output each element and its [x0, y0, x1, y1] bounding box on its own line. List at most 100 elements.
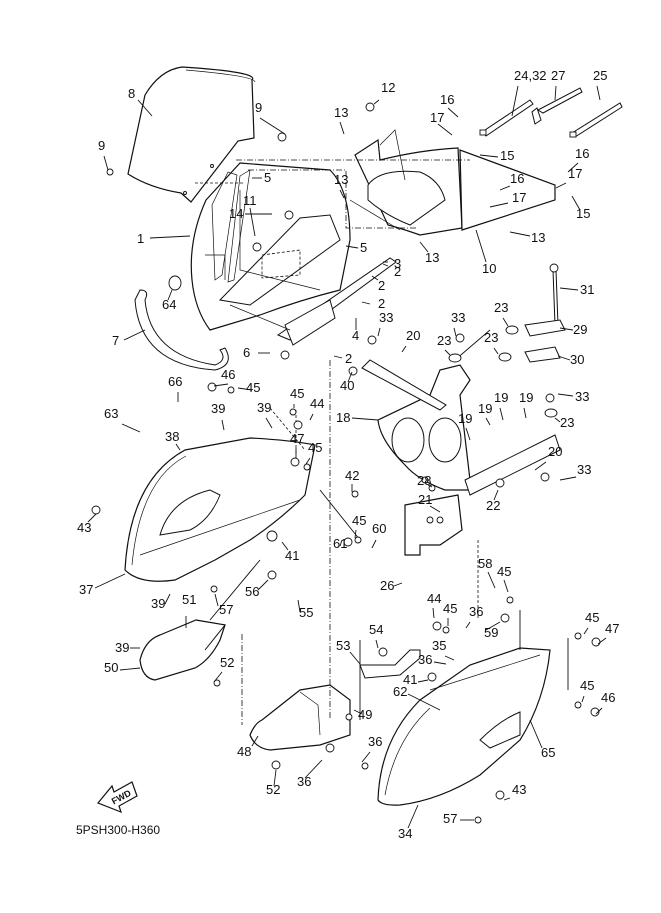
part-number-label[interactable]: 45 — [585, 610, 599, 625]
part-number-label[interactable]: 28 — [417, 473, 431, 488]
part-number-label[interactable]: 64 — [162, 297, 176, 312]
part-number-label[interactable]: 17 — [430, 110, 444, 125]
part-number-label[interactable]: 19 — [519, 390, 533, 405]
part-number-label[interactable]: 19 — [494, 390, 508, 405]
part-number-label[interactable]: 34 — [398, 826, 412, 841]
part-number-label[interactable]: 33 — [379, 310, 393, 325]
part-number-label[interactable]: 13 — [531, 230, 545, 245]
part-number-label[interactable]: 43 — [512, 782, 526, 797]
part-number-label[interactable]: 41 — [403, 672, 417, 687]
part-number-label[interactable]: 39 — [211, 401, 225, 416]
part-number-label[interactable]: 15 — [576, 206, 590, 221]
part-number-label[interactable]: 24,32 — [514, 68, 547, 83]
part-number-label[interactable]: 63 — [104, 406, 118, 421]
part-number-label[interactable]: 5 — [360, 240, 367, 255]
part-number-label[interactable]: 50 — [104, 660, 118, 675]
part-number-label[interactable]: 66 — [168, 374, 182, 389]
part-number-label[interactable]: 23 — [494, 300, 508, 315]
part-number-label[interactable]: 36 — [418, 652, 432, 667]
part-number-label[interactable]: 31 — [580, 282, 594, 297]
part-number-label[interactable]: 19 — [478, 401, 492, 416]
part-number-label[interactable]: 6 — [243, 345, 250, 360]
part-number-label[interactable]: 30 — [570, 352, 584, 367]
part-number-label[interactable]: 37 — [79, 582, 93, 597]
part-number-label[interactable]: 23 — [437, 333, 451, 348]
part-number-label[interactable]: 53 — [336, 638, 350, 653]
part-number-label[interactable]: 9 — [255, 100, 262, 115]
part-number-label[interactable]: 15 — [500, 148, 514, 163]
part-number-label[interactable]: 52 — [266, 782, 280, 797]
part-number-label[interactable]: 45 — [580, 678, 594, 693]
part-number-label[interactable]: 55 — [299, 605, 313, 620]
part-number-label[interactable]: 23 — [484, 330, 498, 345]
part-number-label[interactable]: 33 — [575, 389, 589, 404]
part-number-label[interactable]: 33 — [451, 310, 465, 325]
part-number-label[interactable]: 52 — [220, 655, 234, 670]
part-number-label[interactable]: 54 — [369, 622, 383, 637]
part-number-label[interactable]: 38 — [165, 429, 179, 444]
part-number-label[interactable]: 41 — [285, 548, 299, 563]
part-number-label[interactable]: 26 — [380, 578, 394, 593]
part-number-label[interactable]: 46 — [601, 690, 615, 705]
part-number-label[interactable]: 2 — [345, 351, 352, 366]
part-number-label[interactable]: 40 — [340, 378, 354, 393]
part-number-label[interactable]: 13 — [425, 250, 439, 265]
part-number-label[interactable]: 17 — [568, 166, 582, 181]
part-number-label[interactable]: 13 — [334, 105, 348, 120]
part-number-label[interactable]: 23 — [560, 415, 574, 430]
part-number-label[interactable]: 20 — [406, 328, 420, 343]
part-number-label[interactable]: 49 — [358, 707, 372, 722]
part-number-label[interactable]: 36 — [469, 604, 483, 619]
part-number-label[interactable]: 18 — [336, 410, 350, 425]
part-number-label[interactable]: 10 — [482, 261, 496, 276]
part-number-label[interactable]: 57 — [219, 602, 233, 617]
part-number-label[interactable]: 39 — [115, 640, 129, 655]
part-number-label[interactable]: 48 — [237, 744, 251, 759]
part-number-label[interactable]: 11 — [243, 193, 257, 208]
part-number-label[interactable]: 2 — [394, 264, 401, 279]
part-number-label[interactable]: 25 — [593, 68, 607, 83]
part-number-label[interactable]: 2 — [378, 278, 385, 293]
part-number-label[interactable]: 5 — [264, 170, 271, 185]
part-number-label[interactable]: 51 — [182, 592, 196, 607]
part-number-label[interactable]: 1 — [137, 231, 144, 246]
part-number-label[interactable]: 47 — [290, 431, 304, 446]
part-number-label[interactable]: 17 — [512, 190, 526, 205]
part-number-label[interactable]: 36 — [368, 734, 382, 749]
part-number-label[interactable]: 44 — [310, 396, 324, 411]
part-number-label[interactable]: 13 — [334, 172, 348, 187]
part-number-label[interactable]: 43 — [77, 520, 91, 535]
part-number-label[interactable]: 9 — [98, 138, 105, 153]
part-number-label[interactable]: 7 — [112, 333, 119, 348]
part-number-label[interactable]: 62 — [393, 684, 407, 699]
part-number-label[interactable]: 59 — [484, 625, 498, 640]
part-number-label[interactable]: 20 — [548, 444, 562, 459]
part-number-label[interactable]: 61 — [333, 536, 347, 551]
part-number-label[interactable]: 45 — [290, 386, 304, 401]
part-number-label[interactable]: 16 — [440, 92, 454, 107]
part-number-label[interactable]: 39 — [151, 596, 165, 611]
part-number-label[interactable]: 46 — [221, 367, 235, 382]
part-number-label[interactable]: 45 — [443, 601, 457, 616]
part-number-label[interactable]: 16 — [575, 146, 589, 161]
part-number-label[interactable]: 65 — [541, 745, 555, 760]
part-number-label[interactable]: 57 — [443, 811, 457, 826]
part-number-label[interactable]: 47 — [605, 621, 619, 636]
part-number-label[interactable]: 27 — [551, 68, 565, 83]
part-number-label[interactable]: 36 — [297, 774, 311, 789]
part-number-label[interactable]: 39 — [257, 400, 271, 415]
part-number-label[interactable]: 2 — [378, 296, 385, 311]
part-number-label[interactable]: 56 — [245, 584, 259, 599]
part-number-label[interactable]: 8 — [128, 86, 135, 101]
part-number-label[interactable]: 14 — [229, 206, 243, 221]
part-number-label[interactable]: 19 — [458, 411, 472, 426]
part-number-label[interactable]: 45 — [308, 440, 322, 455]
part-number-label[interactable]: 42 — [345, 468, 359, 483]
part-number-label[interactable]: 22 — [486, 498, 500, 513]
part-number-label[interactable]: 60 — [372, 521, 386, 536]
part-number-label[interactable]: 3 — [394, 256, 401, 271]
part-number-label[interactable]: 58 — [478, 556, 492, 571]
part-number-label[interactable]: 29 — [573, 322, 587, 337]
part-number-label[interactable]: 45 — [497, 564, 511, 579]
part-number-label[interactable]: 44 — [427, 591, 441, 606]
